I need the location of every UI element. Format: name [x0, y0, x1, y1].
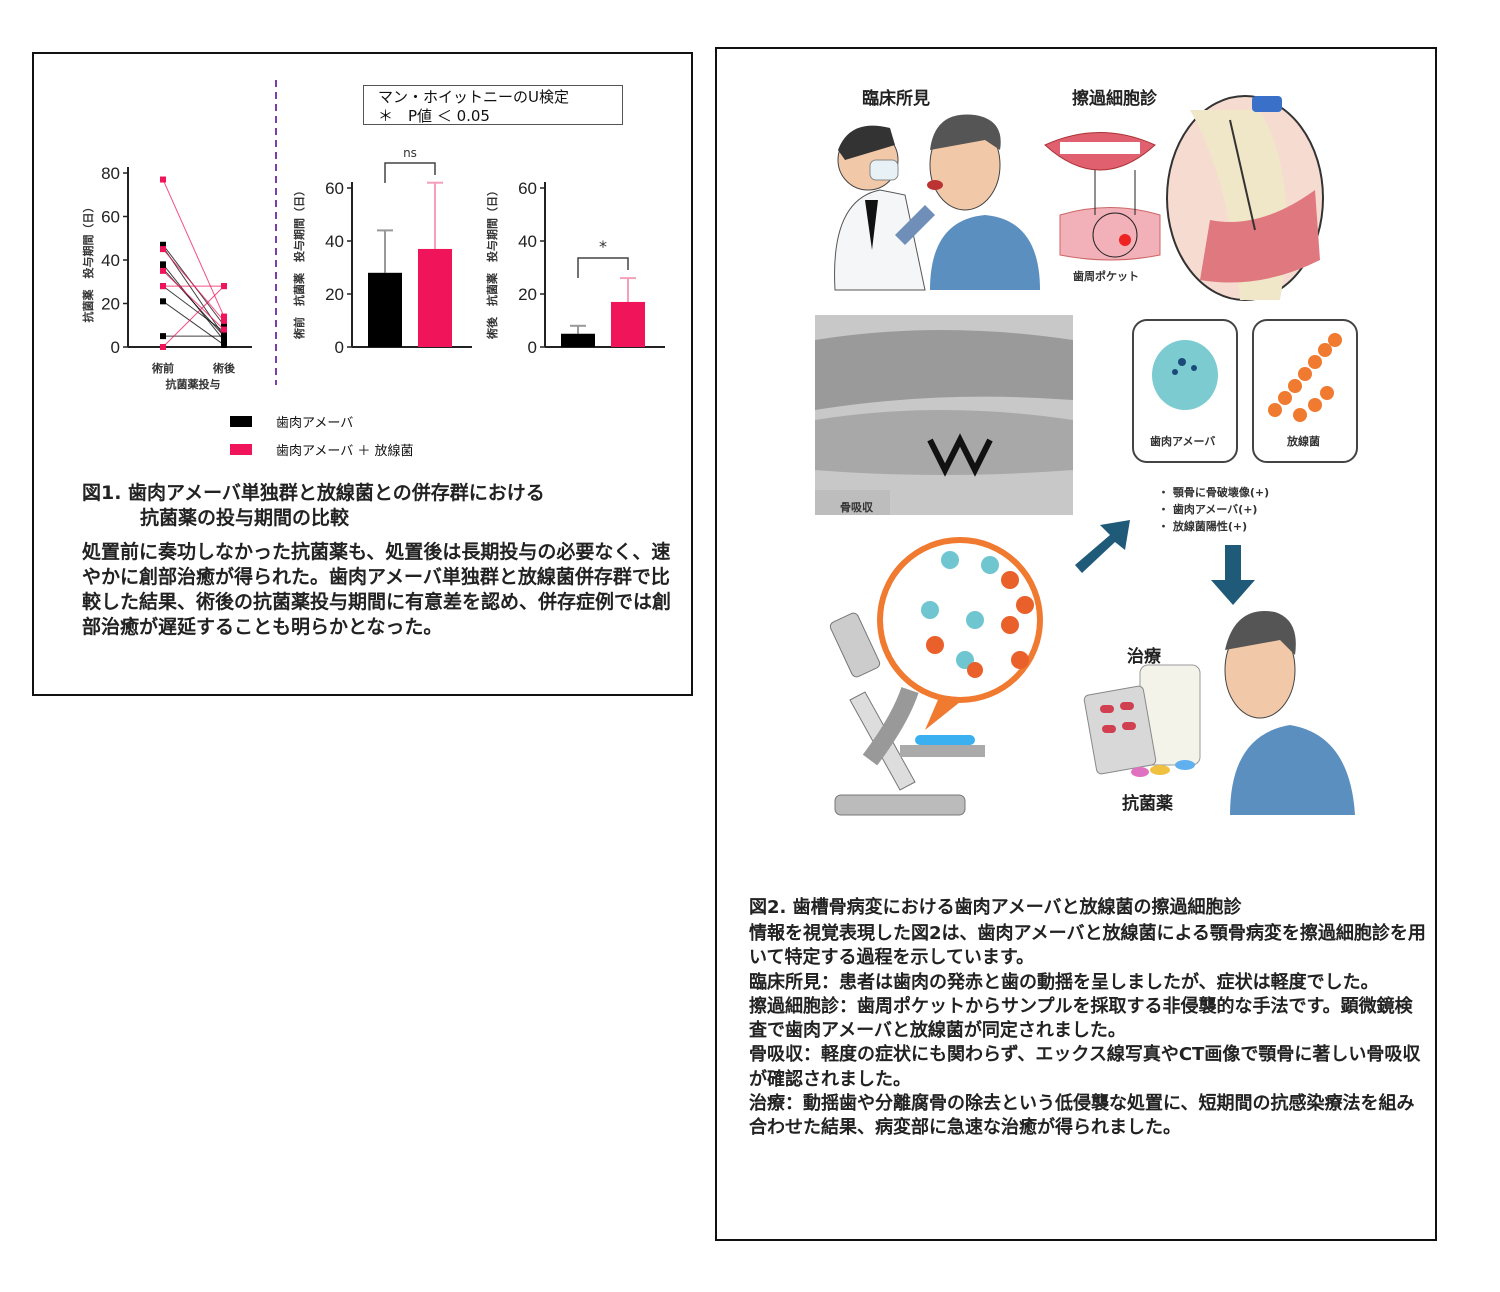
data-point: [221, 326, 227, 333]
x-tick-label: 術後: [212, 361, 236, 375]
label-treatment: 治療: [1127, 647, 1161, 667]
x-tick-label: 術前: [151, 361, 174, 375]
medicine-illustration: [1083, 664, 1201, 777]
figure1-panel: [32, 52, 693, 696]
doctor-illustration: [834, 125, 935, 291]
bar-chart-postop: 0 20 40 60 術後 抗菌薬 投与期間（日） *: [485, 179, 665, 357]
y-axis-label: 抗菌薬 投与期間（日）: [81, 202, 95, 323]
data-point: [221, 337, 227, 344]
y-tick-label: 0: [335, 338, 344, 357]
legend-item-amoeba: 歯肉アメーバ: [230, 412, 353, 431]
xray-image: [815, 315, 1073, 515]
y-tick-label: 40: [518, 232, 537, 251]
y-tick-label: 0: [528, 338, 537, 357]
bar-chart-preop: 0 20 40 60 術前 抗菌薬 投与期間（日） ns: [292, 146, 472, 357]
y-tick-label: 40: [325, 232, 344, 251]
y-tick-label: 80: [101, 164, 120, 183]
paragraph-clinical: 臨床所見：患者は歯肉の発赤と歯の動揺を呈しましたが、症状は軽度でした。: [749, 971, 1379, 993]
figure1-description: 処置前に奏功しなかった抗菌薬も、処置後は長期投与の必要なく、速やかに創部治癒が得…: [82, 541, 672, 638]
findings-list: ・ 顎骨に骨破壊像(+) ・ 歯肉アメーバ(+) ・ 放線菌陽性(+): [1158, 484, 1269, 535]
data-point: [221, 313, 227, 320]
legend-swatch: [230, 416, 252, 427]
paired-line: [162, 285, 225, 333]
significance-label: ns: [403, 146, 417, 160]
label-clinical-findings: 臨床所見: [862, 89, 930, 109]
label-periodontal-pocket: 歯周ポケット: [1073, 270, 1139, 283]
paired-line: [162, 285, 225, 348]
paragraph-cytology: 擦過細胞診：歯周ポケットからサンプルを採取する非侵襲的な手法です。顕微鏡検査で歯…: [749, 995, 1413, 1042]
data-point: [160, 267, 166, 274]
finding-item: ・ 歯肉アメーバ(+): [1158, 503, 1258, 516]
data-point: [160, 344, 166, 350]
actinomyces-box: [1252, 319, 1358, 463]
microscope-illustration: [829, 537, 1043, 816]
paragraph-treatment: 治療：動揺歯や分離腐骨の除去という低侵襲な処置に、短期間の抗感染療法を組み合わせ…: [749, 1093, 1415, 1139]
significance-bracket: [384, 162, 436, 183]
paired-line: [162, 248, 225, 322]
figure2-description: 情報を視覚表現した図2は、歯肉アメーバと放線菌による顎骨病変を擦過細胞診を用いて…: [749, 922, 1429, 1141]
paired-line: [162, 179, 225, 317]
paragraph-intro: 情報を視覚表現した図2は、歯肉アメーバと放線菌による顎骨病変を擦過細胞診を用いて…: [749, 923, 1426, 969]
bar: [418, 248, 452, 347]
data-point: [221, 317, 227, 324]
data-point: [221, 341, 227, 348]
significance-bracket: [577, 257, 629, 278]
data-point: [221, 283, 227, 290]
y-tick-label: 60: [325, 179, 344, 198]
paired-line: [162, 300, 225, 346]
x-axis-label: 抗菌薬投与: [166, 377, 221, 391]
y-tick-label: 0: [111, 338, 120, 357]
data-point: [160, 176, 166, 183]
legend-swatch: [230, 444, 252, 455]
amoeba-box: [1132, 319, 1238, 463]
figure2-caption-title: 図2. 歯槽骨病変における歯肉アメーバと放線菌の擦過細胞診: [749, 897, 1242, 918]
arrow-down-icon: [1211, 545, 1255, 605]
y-tick-label: 60: [101, 208, 120, 227]
y-tick-label: 60: [518, 179, 537, 198]
label-antibiotic: 抗菌薬: [1122, 794, 1173, 814]
bar: [561, 333, 595, 347]
paired-line: [162, 268, 225, 337]
finding-item: ・ 放線菌陽性(+): [1158, 520, 1248, 533]
figure1-caption-title: 図1. 歯肉アメーバ単独群と放線菌との併存群における: [82, 482, 545, 504]
patient-treated-illustration: [1224, 611, 1355, 815]
patient-illustration: [927, 114, 1040, 290]
stats-test-name: マン・ホイットニーのU検定: [378, 88, 569, 106]
label-amoeba: 歯肉アメーバ: [1150, 435, 1216, 448]
label-brush-cytology: 擦過細胞診: [1072, 89, 1157, 109]
data-point: [160, 298, 166, 305]
y-axis-label: 術前 抗菌薬 投与期間（日）: [292, 185, 306, 340]
arrow-up-right-icon: [1075, 520, 1130, 573]
paragraph-bone: 骨吸収：軽度の症状にも関わらず、エックス線写真やCT画像で顎骨に著しい骨吸収が確…: [749, 1044, 1421, 1090]
y-tick-label: 20: [101, 295, 120, 314]
mouth-illustration: [1044, 132, 1161, 261]
finding-item: ・ 顎骨に骨破壊像(+): [1158, 486, 1270, 499]
data-point: [160, 261, 166, 268]
data-point: [160, 333, 166, 340]
data-point: [160, 283, 166, 290]
figure1-caption-subtitle: 抗菌薬の投与期間の比較: [140, 507, 350, 529]
y-tick-label: 40: [101, 251, 120, 270]
paired-line: [162, 270, 225, 330]
bar: [611, 301, 645, 347]
periodontal-pocket-illustration: [1166, 95, 1324, 301]
legend-item-amoeba-actino: 歯肉アメーバ ＋ 放線菌: [230, 440, 414, 459]
label-bone-resorption: 骨吸収: [840, 501, 873, 514]
statistics-note-box: マン・ホイットニーのU検定 ＊ P値 ＜ 0.05: [363, 85, 623, 125]
y-tick-label: 20: [325, 285, 344, 304]
label-actinomyces: 放線菌: [1287, 435, 1320, 448]
stats-significance: ＊ P値 ＜ 0.05: [378, 107, 490, 125]
bar: [368, 272, 402, 347]
legend-label: 歯肉アメーバ: [276, 416, 354, 431]
legend-label: 歯肉アメーバ ＋ 放線菌: [276, 444, 414, 459]
data-point: [221, 333, 227, 340]
data-point: [160, 246, 166, 253]
data-point: [221, 322, 227, 329]
y-axis-label: 術後 抗菌薬 投与期間（日）: [485, 185, 499, 340]
significance-label: *: [599, 237, 607, 256]
y-tick-label: 20: [518, 285, 537, 304]
